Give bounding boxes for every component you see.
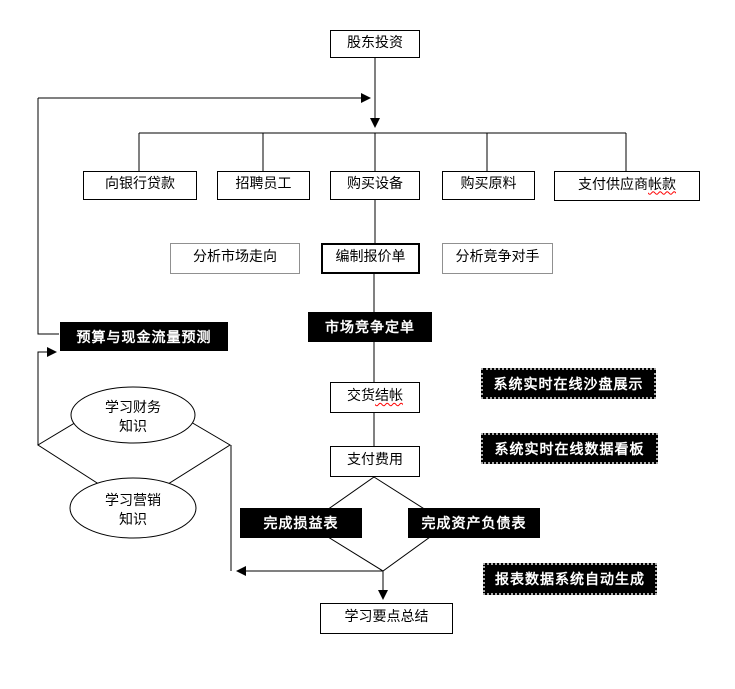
node-complete-income-statement: 完成损益表 <box>240 508 362 538</box>
connector-budget-to-top <box>37 98 59 335</box>
connector-loop-to-budget <box>37 347 57 445</box>
node-delivery-settlement: 交货结帐 <box>330 382 420 413</box>
node-analyze-market-trend: 分析市场走向 <box>170 243 300 274</box>
node-buy-equipment: 购买设备 <box>330 171 420 200</box>
learn-marketing-line2: 知识 <box>119 513 147 528</box>
connector-center-column <box>373 199 376 446</box>
node-learning-summary: 学习要点总结 <box>320 603 453 634</box>
node-analyze-competitors: 分析竞争对手 <box>442 243 553 274</box>
delivery-text: 交货 <box>347 389 375 405</box>
learn-finance-line1: 学习财务 <box>105 401 161 416</box>
node-recruit-staff: 招聘员工 <box>217 171 310 200</box>
node-shareholder-investment: 股东投资 <box>330 30 420 58</box>
node-buy-materials: 购买原料 <box>442 171 535 200</box>
node-market-competition-order: 市场竞争定单 <box>308 312 432 342</box>
node-complete-balance-sheet: 完成资产负债表 <box>408 508 540 538</box>
connector-distribution-rail <box>138 132 627 171</box>
delivery-wavy-text: 结帐 <box>375 389 403 405</box>
learn-finance-line2: 知识 <box>119 420 147 435</box>
oval-learn-marketing <box>69 477 197 539</box>
node-pay-supplier: 支付供应商帐款 <box>554 171 700 201</box>
oval-learn-finance <box>70 386 196 444</box>
node-pay-expenses: 支付费用 <box>330 446 420 477</box>
oval-label-learn-finance: 学习财务 知识 <box>73 399 193 436</box>
node-budget-cashflow-forecast: 预算与现金流量预测 <box>60 322 228 351</box>
node-online-data-dashboard: 系统实时在线数据看板 <box>481 433 658 464</box>
pay-supplier-wavy-text: 帐款 <box>648 177 676 193</box>
pay-supplier-text: 支付供应商 <box>578 177 648 193</box>
node-prepare-quotation: 编制报价单 <box>321 243 420 274</box>
node-report-auto-generated: 报表数据系统自动生成 <box>483 563 657 595</box>
oval-label-learn-marketing: 学习营销 知识 <box>73 492 193 529</box>
node-online-sandbox-display: 系统实时在线沙盘展示 <box>481 368 656 399</box>
learn-marketing-line1: 学习营销 <box>105 494 161 509</box>
node-bank-loan: 向银行贷款 <box>83 171 197 200</box>
